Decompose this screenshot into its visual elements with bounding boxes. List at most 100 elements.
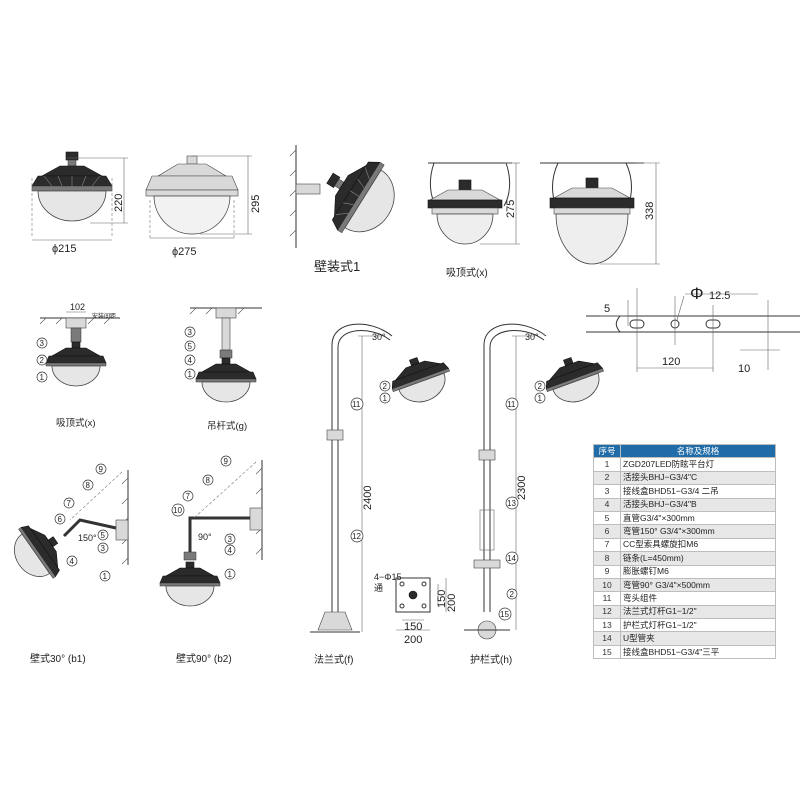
callout-2: 2 [538,382,543,391]
callout-7: 7 [67,499,72,508]
callout-4: 4 [188,356,193,365]
row-number: 6 [593,524,621,539]
callout-3: 3 [188,328,193,337]
caption-pendant-g: 吊杆式(g) [207,420,247,432]
callout-12: 12 [352,532,361,541]
callout-2: 2 [40,356,45,365]
dim-150v: 150 [436,590,448,608]
dim-10: 10 [738,363,750,375]
callout-7: 7 [186,492,191,501]
callout-2: 2 [510,590,515,599]
caption-wall90: 壁式90° (b2) [176,652,232,665]
row-number: 9 [593,564,621,579]
label-holes: 4−Φ15 [374,572,401,582]
callout-9: 9 [224,457,229,466]
callout-15: 15 [500,610,509,619]
phi-symbol: Φ [690,284,704,303]
label-through: 通 [374,583,383,593]
guardrail-mount-h-view: 2300 30° 护栏式(h) [464,323,611,666]
dim-height-295: 295 [250,195,262,213]
row-part-name: U型管夹 [620,631,776,646]
row-part-name: 护栏式灯杆G1−1/2" [620,618,776,633]
dim-diameter-275: ϕ275 [172,246,197,258]
callout-5: 5 [188,342,193,351]
header-no: 序号 [593,443,621,459]
callout-10: 10 [173,506,182,515]
callout-1: 1 [538,394,543,403]
caption-ceiling-x: 吸顶式(x) [56,417,96,429]
row-number: 2 [593,470,621,486]
callout-8: 8 [206,476,211,485]
callout-4: 4 [228,546,233,555]
row-part-name: CC型索具螺旋扣M6 [620,537,776,553]
row-number: 12 [593,604,621,620]
callout-8: 8 [86,481,91,490]
row-number: 4 [593,497,621,512]
dim-diameter-215: ϕ215 [52,243,77,255]
dim-5: 5 [604,303,610,315]
callout-3: 3 [101,544,106,553]
dim-height-275b: 275 [505,200,517,218]
callout-13: 13 [507,499,516,508]
callout-11: 11 [507,400,516,409]
callout-1: 1 [103,572,108,581]
row-number: 10 [593,577,621,593]
wall-mount-30-b1-view: 150° 壁式30° (b1) [1,470,129,665]
angle-30-h: 30° [525,332,539,342]
row-number: 3 [593,484,621,499]
dim-2400: 2400 [362,486,374,510]
row-part-name: 弯管90° G3/4"×500mm [620,577,776,593]
callout-5: 5 [101,531,106,540]
dim-200v: 200 [446,594,458,612]
row-number: 11 [593,591,621,606]
angle-90: 90° [198,532,212,542]
callout-14: 14 [507,554,516,563]
row-number: 8 [593,551,621,566]
row-part-name: 弯头组件 [620,591,776,606]
callout-1: 1 [383,394,388,403]
row-part-name: 活接头BHJ−G3/4"B [620,497,776,512]
row-number: 15 [593,644,621,660]
row-number: 13 [593,618,621,633]
callout-11: 11 [352,400,361,409]
row-part-name: 链条(L=450mm) [620,551,776,566]
caption-flange-f: 法兰式(f) [314,653,353,666]
angle-30-f: 30° [372,332,386,342]
caption-wall30: 壁式30° (b1) [30,652,86,665]
mounting-plate-detail: Φ 12.5 5 120 10 [586,284,800,375]
ceiling-lamp-view-x-top: 275 吸顶式(x) [427,162,520,279]
label-install-spacing: 安装间距 [92,312,116,320]
row-part-name: 接线盒BHD51−G3/4 二吊 [620,484,776,499]
dim-150h: 150 [404,621,422,633]
lamp-front-view-2: ϕ275 295 [145,155,262,258]
row-part-name: 膨胀螺钉M6 [620,564,776,579]
table-header-row: 序号 名称及规格 [593,443,776,459]
caption-ceiling-x-top: 吸顶式(x) [446,266,488,279]
callout-markers: 3 2 1 3 5 4 1 2 1 11 12 2 1 11 13 14 2 1… [36,326,546,621]
callout-1: 1 [228,570,233,579]
ceiling-mount-x-view: 102 安装间距 吸顶式(x) [39,302,120,429]
dim-120: 120 [662,356,680,368]
wall-mount-1-view: 壁装式1 [289,143,411,274]
dim-102: 102 [70,302,85,312]
callout-1: 1 [188,370,193,379]
row-part-name: 直管G3/4"×300mm [620,510,776,526]
wall-mount-90-b2-view: 90° 壁式90° (b2) [159,460,263,665]
row-part-name: 法兰式灯杆G1−1/2" [620,604,776,620]
dim-hole-12-5: 12.5 [709,290,730,302]
dim-height-220: 220 [113,194,125,212]
